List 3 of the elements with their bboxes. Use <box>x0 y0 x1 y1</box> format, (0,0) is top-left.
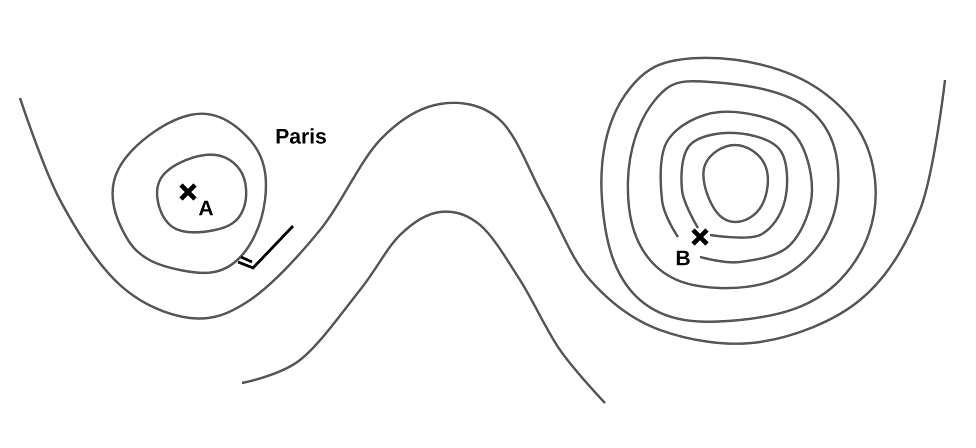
point-label: A <box>198 200 214 216</box>
point-label: B <box>676 250 690 266</box>
place-label: Paris <box>276 128 326 144</box>
